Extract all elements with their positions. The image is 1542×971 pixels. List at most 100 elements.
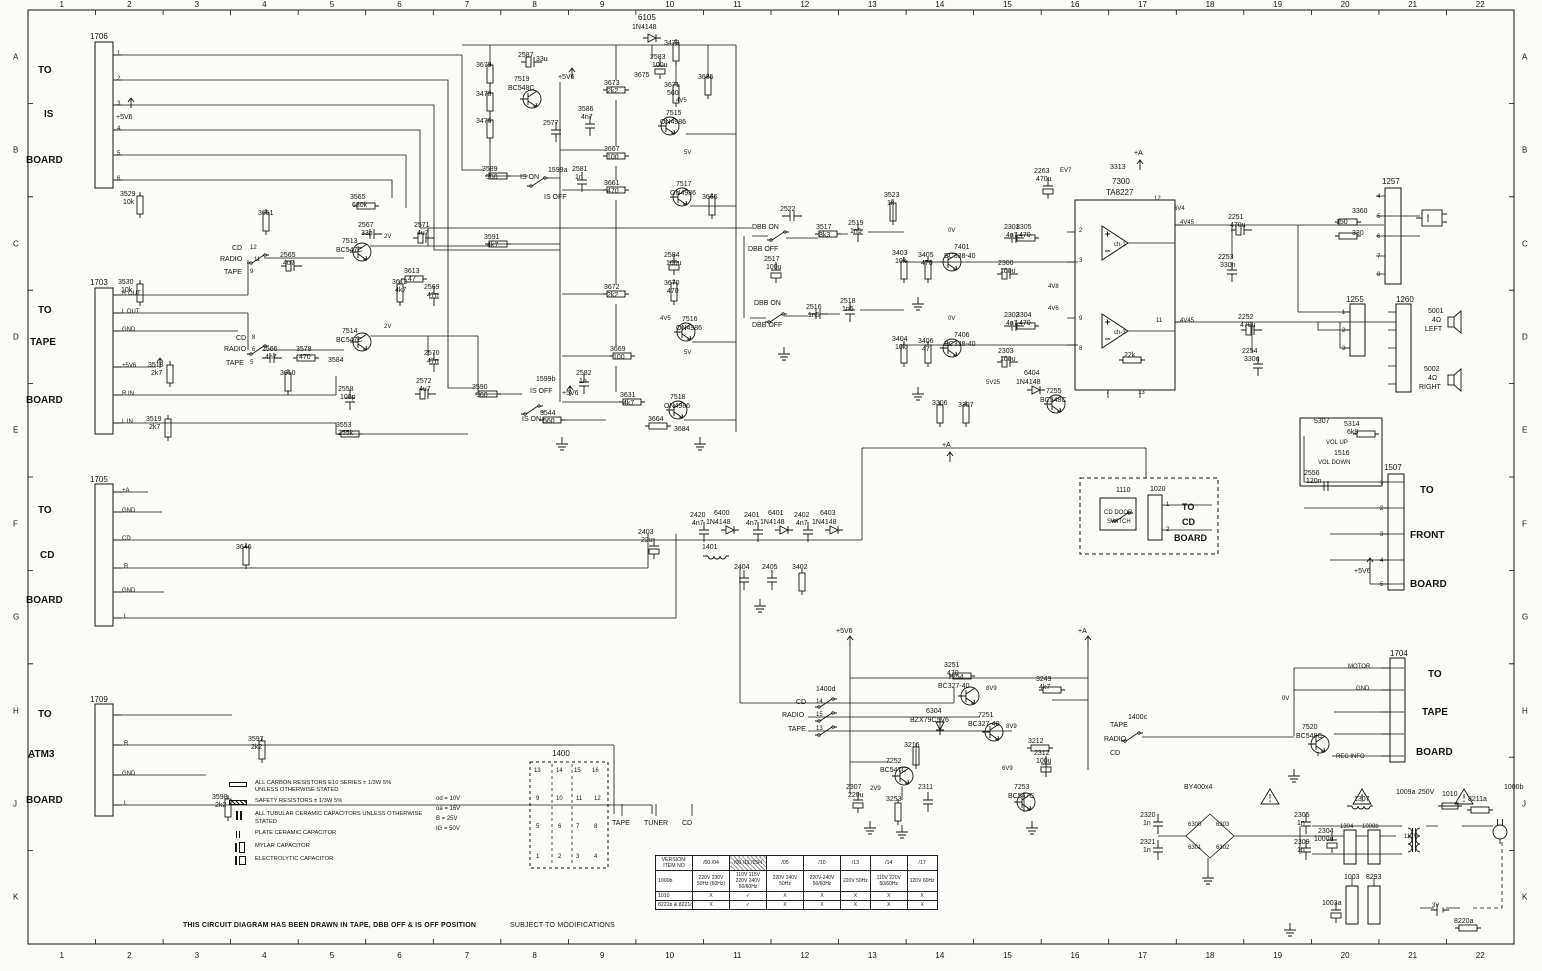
component-label: 5002	[1424, 366, 1440, 373]
grid-column-label: 16	[1070, 951, 1080, 960]
component-label: 1400c	[1128, 714, 1148, 721]
component-label: 2302	[1004, 312, 1020, 319]
component-label: ON4986	[664, 403, 691, 410]
component-label: 2253	[1218, 254, 1234, 261]
coil-icon	[702, 555, 730, 560]
grid-column-label: 7	[464, 951, 470, 960]
component-label: BC547C	[336, 247, 363, 254]
grid-column-label: 5	[329, 951, 335, 960]
component-label: 4n7	[265, 354, 277, 361]
component-label: CD	[236, 335, 247, 342]
component-label: 4V45	[1180, 318, 1195, 324]
gnd-icon	[753, 598, 767, 613]
component-label: 2572	[416, 378, 432, 385]
component-label: 2405	[762, 564, 778, 571]
grid-row-label: E	[1522, 425, 1528, 435]
component-label: 7255	[1046, 388, 1062, 395]
version-cell: 120V 60Hz	[906, 870, 938, 892]
component-label: 3578	[296, 346, 312, 353]
component-label: CD	[122, 536, 131, 542]
component-label: CD DOOR	[1104, 510, 1133, 516]
component-label: 3530	[118, 279, 134, 286]
board-title: BOARD	[1416, 747, 1453, 758]
component-label: 5001	[1428, 308, 1444, 315]
grid-row-label: C	[13, 239, 19, 248]
component-label: 3565	[350, 194, 366, 201]
version-cell: X	[840, 900, 871, 910]
component-label: 3651	[258, 210, 274, 217]
component-label: 5314	[1344, 421, 1360, 428]
diode-icon	[1026, 385, 1046, 395]
version-cell: 220V 230V 50Hz (60Hz)	[692, 870, 730, 892]
arr-icon	[846, 635, 854, 647]
board-title: ATM3	[28, 749, 55, 760]
component-label: 3402	[792, 564, 808, 571]
component-label: 1n	[1297, 847, 1305, 854]
diode-icon	[774, 525, 794, 535]
cap-icon	[766, 569, 778, 591]
grid-column-label: 10	[665, 0, 675, 9]
grid-column-label: 20	[1340, 0, 1350, 9]
component-label: 3665	[702, 194, 718, 201]
component-label: 22u	[641, 537, 653, 544]
component-label: 1N4148	[706, 519, 731, 526]
grid-row-label: D	[1522, 332, 1528, 342]
component-label: REC INFO	[1336, 754, 1365, 760]
component-label: 3591	[484, 234, 500, 241]
grid-column-label: 21	[1408, 0, 1418, 9]
component-label: +A	[942, 442, 951, 449]
grid-column-label: 12	[800, 0, 810, 9]
mains-connector-1304	[1343, 829, 1357, 865]
component-label: IS ON	[520, 174, 540, 181]
component-label: 33u	[536, 56, 548, 63]
component-label: 15	[574, 768, 581, 774]
version-cell: ✓	[729, 891, 767, 901]
component-label: 47n	[427, 292, 439, 299]
connector-1704	[1381, 657, 1406, 763]
board-title: BOARD	[1410, 579, 1447, 590]
mains-connector-1008b	[1367, 829, 1381, 865]
board-title: TO	[1182, 502, 1195, 512]
board-title: TO	[1428, 669, 1442, 680]
component-label: 3685	[698, 74, 714, 81]
component-label: 2V9	[870, 786, 881, 792]
component-label: 2312	[1034, 750, 1050, 757]
component-label: 1401	[702, 544, 718, 551]
board-title: IS	[44, 109, 54, 120]
component-label: 3529	[120, 191, 136, 198]
component-label: 1008b	[1362, 824, 1379, 830]
component-label: 3670	[664, 280, 680, 287]
version-cell: X	[803, 891, 841, 901]
arr-icon	[1136, 159, 1144, 171]
component-label: 2303	[998, 348, 1014, 355]
component-label: 6	[558, 824, 562, 830]
component-label: 2567	[358, 222, 374, 229]
component-label: 1	[1166, 502, 1170, 508]
component-label: RADIO	[220, 256, 243, 263]
component-label: 10k	[121, 287, 133, 294]
component-label: 1n5	[850, 228, 862, 235]
component-label: L	[124, 801, 128, 807]
component-label: 7517	[676, 181, 692, 188]
component-label: TUNER	[644, 820, 669, 827]
legend-item: SAFETY RESISTORS ± 1/3W 5%	[228, 798, 443, 807]
component-label: CD	[232, 245, 243, 252]
grid-row-label: G	[13, 612, 20, 622]
component-label: 4u7	[419, 386, 431, 393]
component-label: 5	[1377, 214, 1381, 220]
component-label: 3586	[578, 106, 594, 113]
grid-column-label: 9	[599, 951, 605, 960]
component-label: ON4986	[676, 325, 703, 332]
component-label: 47	[408, 276, 416, 283]
version-table-corner: VERSION:ITEM NO	[655, 855, 693, 871]
component-label: 2	[1380, 506, 1384, 512]
component-label: 7	[576, 824, 580, 830]
component-label: 1N4148	[760, 519, 785, 526]
component-label: TA8227	[1106, 188, 1134, 197]
component-label: 470u	[1240, 322, 1256, 329]
component-label: 3404	[892, 336, 908, 343]
component-label: 2577	[543, 120, 559, 127]
version-row-item: 1010	[655, 891, 693, 901]
gnd-icon	[1201, 870, 1215, 885]
